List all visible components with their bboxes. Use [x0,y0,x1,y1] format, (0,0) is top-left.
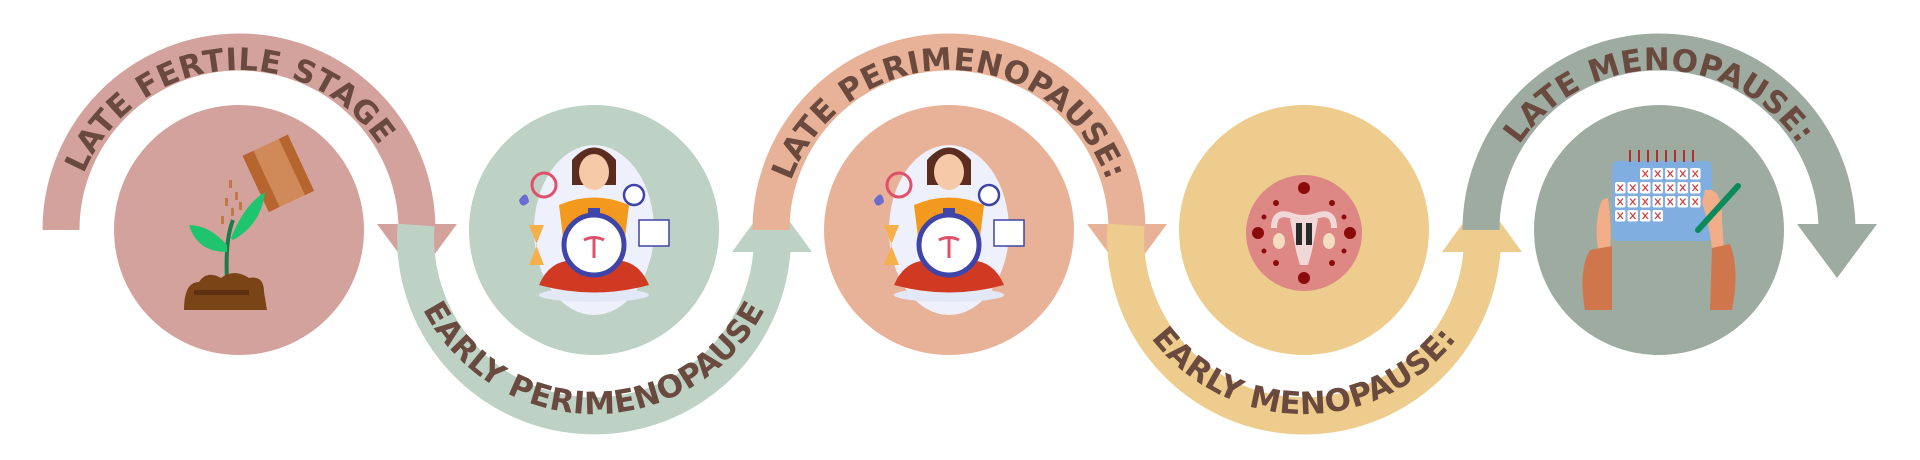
no-blood-icon [530,171,558,199]
pause-icon [977,183,1001,207]
arc-band [1107,223,1501,435]
no-blood-icon [885,171,913,199]
plant-seed-icon [184,134,315,310]
butterfly-icon [519,194,529,206]
stage-arrow-5 [1462,33,1877,278]
calendar-hands-icon [1582,150,1741,310]
calendar-icon [638,219,670,247]
arrowhead-down-icon [1797,224,1877,278]
woman-clock-icon [874,145,1025,315]
arc-band [752,33,1146,231]
arc-band [397,223,791,435]
uterus-pause-icon [1246,175,1362,291]
calendar-icon [993,219,1025,247]
arc-band [1462,33,1856,231]
hourglass-icon [884,225,899,265]
butterfly-icon [874,194,884,206]
hourglass-icon [529,225,544,265]
woman-clock-icon [519,145,670,315]
arc-band [42,33,436,231]
pause-icon [622,183,646,207]
